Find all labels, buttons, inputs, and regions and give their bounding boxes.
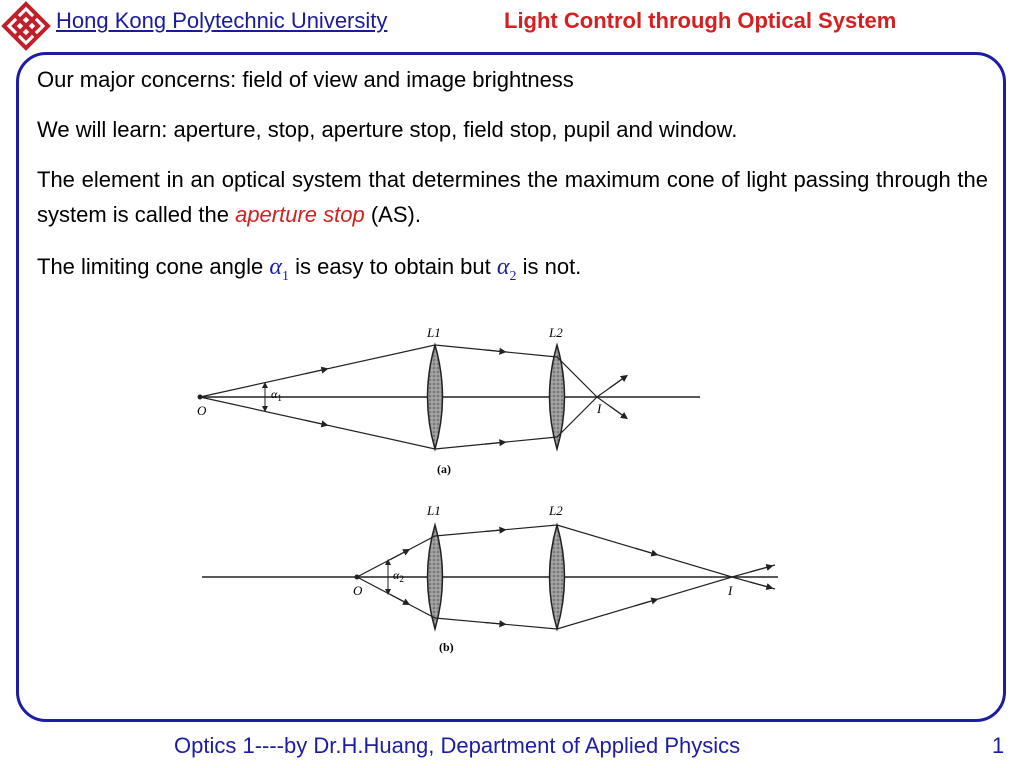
label-l1-a: L1 [426, 325, 441, 340]
alpha1-symbol: α1 [269, 254, 289, 284]
angle-label-b: α2 [393, 568, 404, 584]
p4-text: The limiting cone angle [37, 254, 270, 279]
diagram-a: α1 L1 L2 O I (a) [197, 325, 700, 476]
label-image-a: I [596, 401, 602, 416]
lens-l1-b [426, 522, 444, 632]
label-l2-a: L2 [548, 325, 563, 340]
p4-text-end: is not. [516, 254, 582, 279]
ray-upper-a [199, 344, 626, 398]
lens-l1-a [426, 342, 444, 452]
university-logo [0, 0, 52, 52]
page-number: 1 [992, 733, 1005, 758]
paragraph-cone-angle: The limiting cone angle α1 is easy to ob… [37, 248, 988, 288]
p3-text-end: (AS). [364, 202, 421, 228]
alpha2-symbol: α2 [496, 254, 517, 284]
label-image-b: I [727, 583, 733, 598]
paragraph-learn: We will learn: aperture, stop, aperture … [37, 117, 738, 142]
label-object-a: O [197, 403, 207, 418]
p4-text-mid: is easy to obtain but [288, 254, 497, 279]
lens-l2-b [548, 522, 566, 632]
university-link[interactable]: Hong Kong Polytechnic University [56, 8, 388, 33]
optics-diagram: α1 L1 L2 O I (a) α2 L1 L2 O I (b) [197, 325, 778, 654]
lens-l2-a [548, 342, 566, 452]
angle-label-a: α1 [271, 387, 282, 403]
aperture-stop-term: aperture stop [235, 202, 365, 228]
paragraph-aperture-stop: The element in an optical system that de… [37, 162, 988, 232]
footer-text: Optics 1----by Dr.H.Huang, Department of… [174, 733, 741, 758]
label-l1-b: L1 [426, 503, 441, 518]
ray-upper-b [356, 524, 776, 578]
paragraph-concerns: Our major concerns: field of view and im… [37, 67, 574, 92]
slide-title: Light Control through Optical System [504, 8, 897, 33]
content-frame [16, 52, 1006, 722]
label-l2-b: L2 [548, 503, 563, 518]
ray-lower-a [199, 396, 626, 450]
label-object-b: O [353, 583, 363, 598]
caption-b: (b) [439, 640, 454, 654]
ray-lower-b [356, 576, 776, 630]
caption-a: (a) [437, 462, 451, 476]
diagram-b: α2 L1 L2 O I (b) [202, 503, 778, 654]
p3-text: The element in an optical system that de… [37, 167, 988, 228]
